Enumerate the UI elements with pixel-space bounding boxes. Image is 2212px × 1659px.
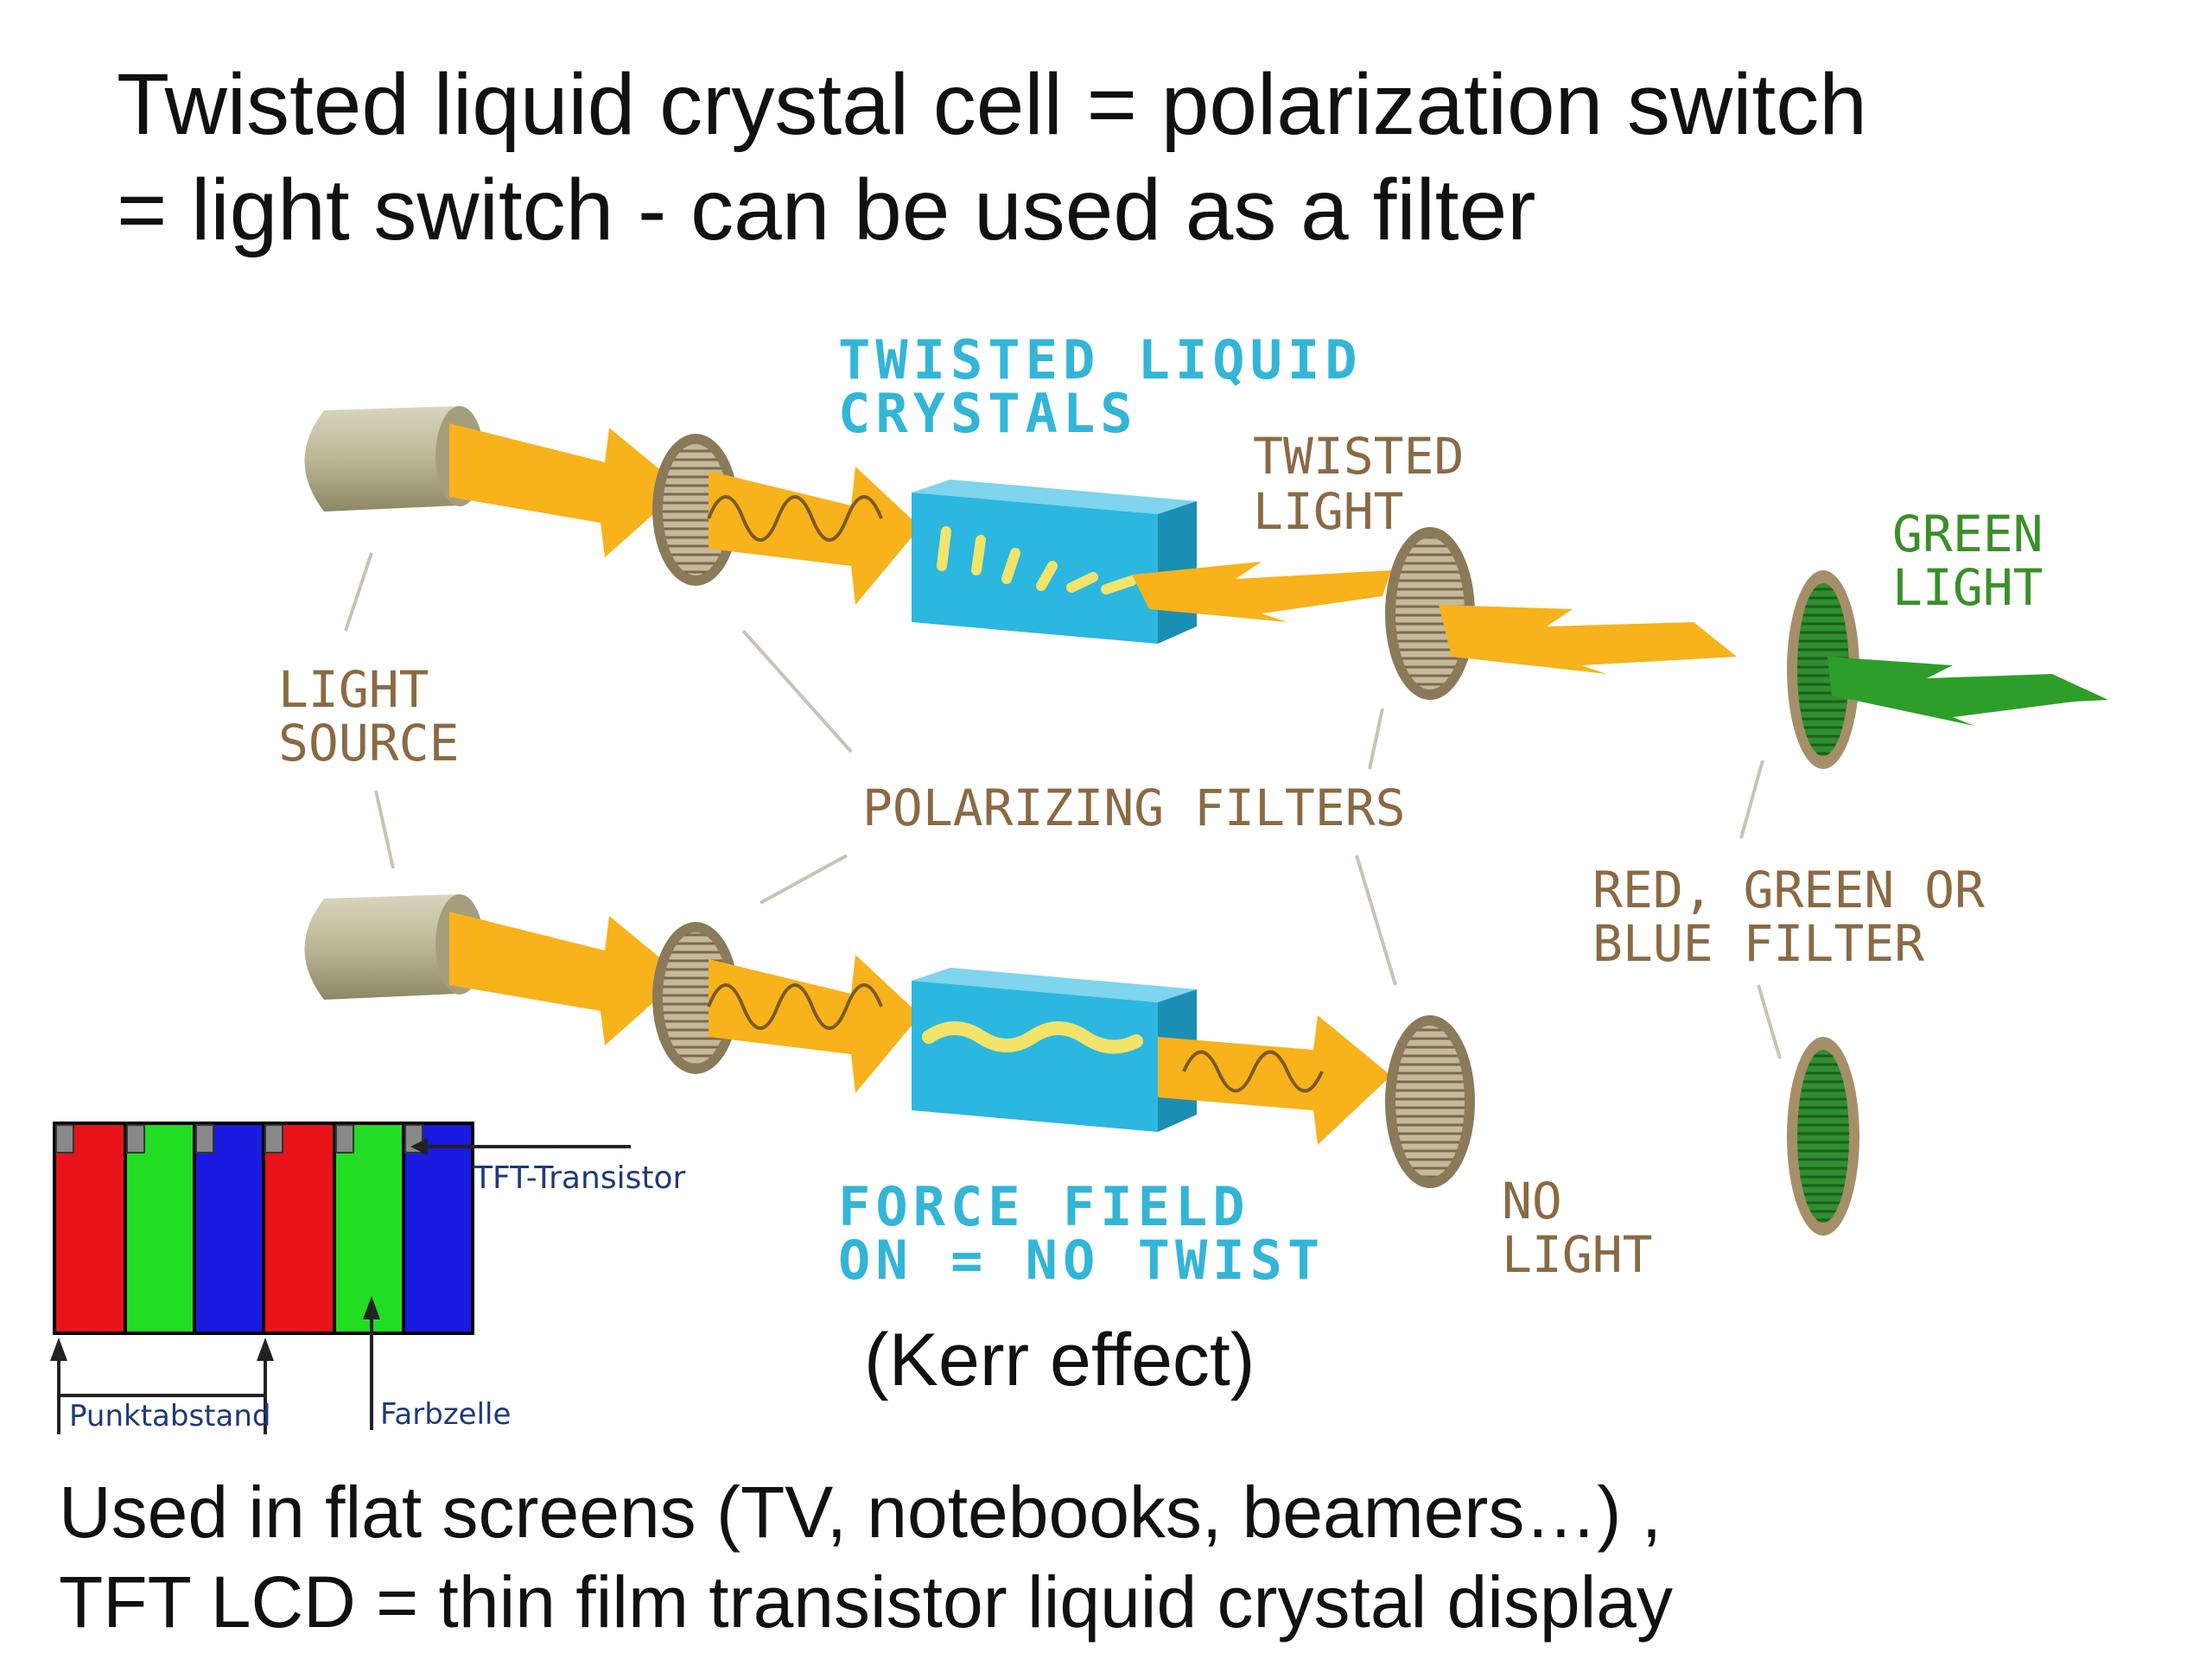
top-wave-1	[707, 495, 883, 542]
label-light-source-1: LIGHT	[278, 660, 429, 719]
footer-line-2: TFT LCD = thin film transistor liquid cr…	[59, 1561, 1674, 1643]
leader-lines	[344, 552, 1782, 1059]
top-green-filter	[1787, 570, 1859, 769]
label-no-light-2: LIGHT	[1502, 1225, 1653, 1284]
bottom-beam-2	[709, 955, 920, 1093]
label-twisted-lc-1: TWISTED LIQUID	[838, 328, 1363, 391]
slide-title: Twisted liquid crystal cell = polarizati…	[117, 52, 1867, 263]
label-rgb-filter-1: RED, GREEN OR	[1592, 861, 1985, 919]
label-force-field-1: FORCE FIELD	[838, 1175, 1250, 1238]
bottom-beam-3	[1158, 1015, 1391, 1145]
label-tft-transistor: TFT-Transistor	[473, 1160, 685, 1196]
bottom-wave-1	[707, 983, 883, 1030]
label-light-source-2: SOURCE	[278, 714, 460, 772]
kerr-effect-label: (Kerr effect)	[864, 1319, 1255, 1402]
top-beam-2	[709, 467, 920, 605]
tft-inset: TFT-Transistor Punktabstand Farbzelle	[50, 1122, 685, 1434]
footer-line-1: Used in flat screens (TV, notebooks, bea…	[59, 1471, 1662, 1553]
bottom-beam-1	[449, 912, 683, 1046]
label-twisted-light-1: TWISTED	[1253, 427, 1464, 486]
bottom-polarizer-2	[1385, 1015, 1475, 1188]
top-beam-1	[449, 423, 683, 557]
label-twisted-light-2: LIGHT	[1253, 482, 1404, 541]
label-farbzelle: Farbzelle	[380, 1397, 511, 1432]
bottom-crystal-block	[912, 968, 1197, 1132]
label-force-field-2: ON = NO TWIST	[838, 1229, 1325, 1292]
title-line-1: Twisted liquid crystal cell = polarizati…	[117, 56, 1867, 153]
label-twisted-lc-2: CRYSTALS	[838, 382, 1138, 445]
label-rgb-filter-2: BLUE FILTER	[1592, 914, 1924, 973]
top-crystal-block	[912, 480, 1197, 644]
label-polarizing-filters: POLARIZING FILTERS	[862, 779, 1406, 837]
label-no-light-1: NO	[1502, 1172, 1562, 1230]
label-green-light-2: LIGHT	[1892, 558, 2044, 617]
label-green-light-1: GREEN	[1892, 505, 2044, 563]
top-beam-3	[1439, 605, 1737, 674]
label-punktabstand: Punktabstand	[69, 1399, 270, 1433]
bottom-green-filter	[1787, 1037, 1859, 1236]
slide-footer: Used in flat screens (TV, notebooks, bea…	[59, 1467, 1673, 1647]
green-beam	[1827, 657, 2108, 726]
bottom-wave-2	[1182, 1050, 1324, 1093]
top-twisted-beam	[1132, 562, 1391, 622]
title-line-2: = light switch - can be used as a filter	[117, 162, 1536, 258]
